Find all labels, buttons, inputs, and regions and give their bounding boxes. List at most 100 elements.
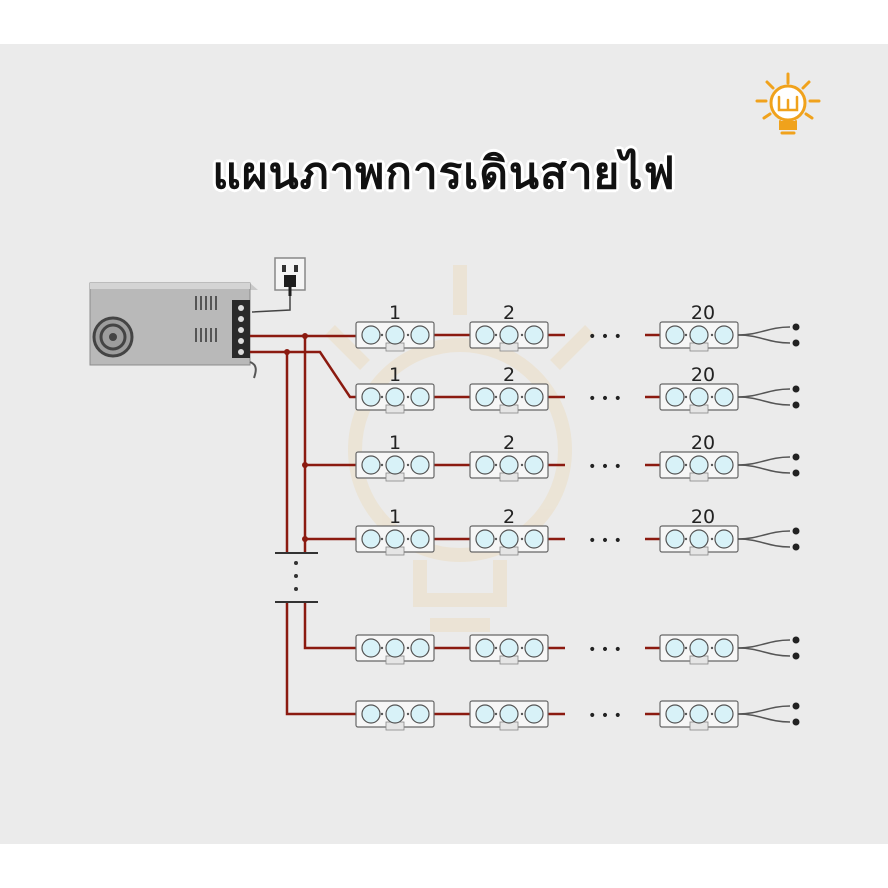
led-icon [475, 387, 495, 407]
led-icon [361, 455, 381, 475]
wire-5 [285, 602, 356, 716]
horizontal-ellipsis: • • • [588, 533, 622, 549]
vertical-ellipsis-dot [294, 561, 298, 565]
led-icon [499, 387, 519, 407]
led-module [469, 383, 549, 414]
led-icon [714, 638, 734, 658]
led-icon [499, 529, 519, 549]
led-icon [524, 638, 544, 658]
power-supply-unit [89, 282, 258, 379]
horizontal-ellipsis: • • • [588, 459, 622, 475]
led-icon [410, 387, 430, 407]
led-icon [689, 638, 709, 658]
horizontal-ellipsis: • • • [588, 329, 622, 345]
led-module [355, 321, 435, 352]
led-module [659, 634, 739, 665]
led-icon [689, 704, 709, 724]
led-icon [689, 387, 709, 407]
wire-end-leads [737, 527, 800, 551]
led-module [659, 451, 739, 482]
led-icon [361, 638, 381, 658]
led-module [659, 700, 739, 731]
led-icon [665, 638, 685, 658]
led-icon [410, 704, 430, 724]
module-number-label: 20 [691, 302, 715, 324]
diagram-title: แผนภาพการเดินสายไฟ [212, 148, 676, 199]
wire-end-leads [737, 453, 800, 477]
led-icon [524, 704, 544, 724]
led-icon [689, 325, 709, 345]
horizontal-ellipsis: • • • [588, 391, 622, 407]
led-row: • • • [355, 634, 800, 665]
wire-end-leads [737, 636, 800, 660]
led-icon [714, 529, 734, 549]
led-icon [524, 325, 544, 345]
led-icon [475, 325, 495, 345]
led-icon [361, 325, 381, 345]
led-module [355, 525, 435, 556]
led-icon [499, 704, 519, 724]
led-icon [385, 529, 405, 549]
module-number-label: 20 [691, 506, 715, 528]
led-icon [385, 387, 405, 407]
led-icon [410, 529, 430, 549]
led-icon [475, 455, 495, 475]
led-icon [385, 638, 405, 658]
led-icon [410, 455, 430, 475]
wire-junction [302, 462, 308, 468]
led-icon [665, 704, 685, 724]
led-module [469, 700, 549, 731]
module-number-label: 1 [389, 302, 401, 324]
led-icon [665, 529, 685, 549]
led-icon [665, 325, 685, 345]
vertical-ellipsis-dot [294, 587, 298, 591]
led-icon [475, 529, 495, 549]
module-number-label: 20 [691, 364, 715, 386]
led-icon [524, 455, 544, 475]
wire-junction [302, 333, 308, 339]
led-icon [361, 387, 381, 407]
led-module [659, 525, 739, 556]
module-number-label: 2 [503, 432, 515, 454]
wire-junction [302, 536, 308, 542]
horizontal-ellipsis: • • • [588, 708, 622, 724]
led-module [659, 383, 739, 414]
wire-layer [250, 333, 356, 716]
led-module [355, 700, 435, 731]
led-icon [361, 529, 381, 549]
led-icon [475, 638, 495, 658]
led-module [355, 634, 435, 665]
led-icon [499, 638, 519, 658]
led-module [659, 321, 739, 352]
led-icon [665, 387, 685, 407]
horizontal-ellipsis: • • • [588, 642, 622, 658]
led-icon [714, 387, 734, 407]
led-icon [714, 455, 734, 475]
led-icon [475, 704, 495, 724]
led-icon [714, 704, 734, 724]
led-icon [385, 704, 405, 724]
led-module [469, 525, 549, 556]
wire-end-leads [737, 323, 800, 347]
wire-junction [284, 349, 290, 355]
led-module [469, 451, 549, 482]
vertical-ellipsis-dot [294, 574, 298, 578]
wire-end-leads [737, 702, 800, 726]
lightbulb-logo-icon [755, 72, 821, 135]
module-number-label: 20 [691, 432, 715, 454]
led-icon [410, 638, 430, 658]
led-module [469, 634, 549, 665]
diagram-background [0, 44, 888, 844]
led-row: • • • [355, 700, 800, 731]
led-icon [410, 325, 430, 345]
led-icon [689, 455, 709, 475]
wire-end-leads [737, 385, 800, 409]
led-module [355, 451, 435, 482]
wall-socket [251, 257, 306, 313]
